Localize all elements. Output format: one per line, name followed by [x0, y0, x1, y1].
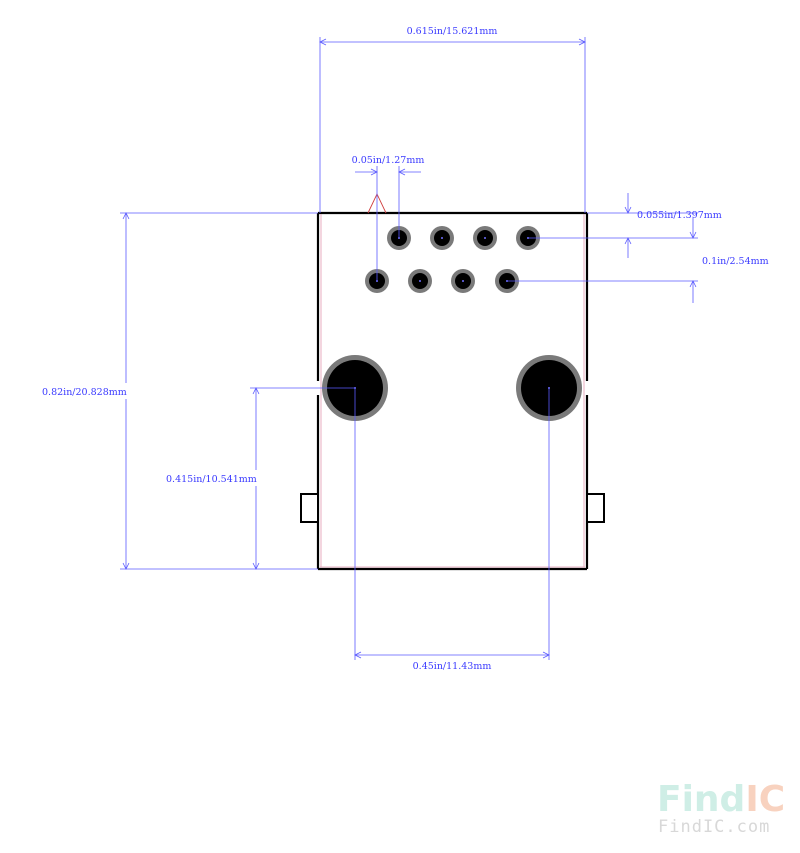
dimension-labels: 0.615in/15.621mm 0.05in/1.27mm 0.055in/1…: [42, 26, 769, 672]
pin-pitch-label: 0.05in/1.27mm: [352, 155, 425, 166]
mounting-holes: [322, 355, 582, 421]
dimension-lines: [120, 37, 698, 660]
right-side-tab: [586, 493, 605, 523]
logo-ic: IC: [745, 779, 785, 820]
pad-row-2: [365, 269, 519, 293]
svg-text:FindIC: FindIC: [657, 779, 785, 820]
overall-width-label: 0.615in/15.621mm: [407, 26, 498, 37]
row-spacing-label: 0.1in/2.54mm: [702, 256, 769, 267]
logo-find: Find: [657, 779, 745, 820]
mount-spacing-label: 0.45in/11.43mm: [413, 661, 492, 672]
left-side-tab: [300, 493, 319, 523]
component-outline: [316, 211, 589, 571]
mount-height-label: 0.415in/10.541mm: [166, 474, 257, 485]
row1-offset-label: 0.055in/1.397mm: [637, 210, 722, 221]
overall-height-label: 0.82in/20.828mm: [42, 387, 127, 398]
signal-pads: [365, 226, 540, 293]
pad-row-1: [387, 226, 540, 250]
logo-subtext: FindIC.com: [658, 817, 770, 837]
findic-logo: FindIC FindIC.com: [657, 779, 785, 837]
